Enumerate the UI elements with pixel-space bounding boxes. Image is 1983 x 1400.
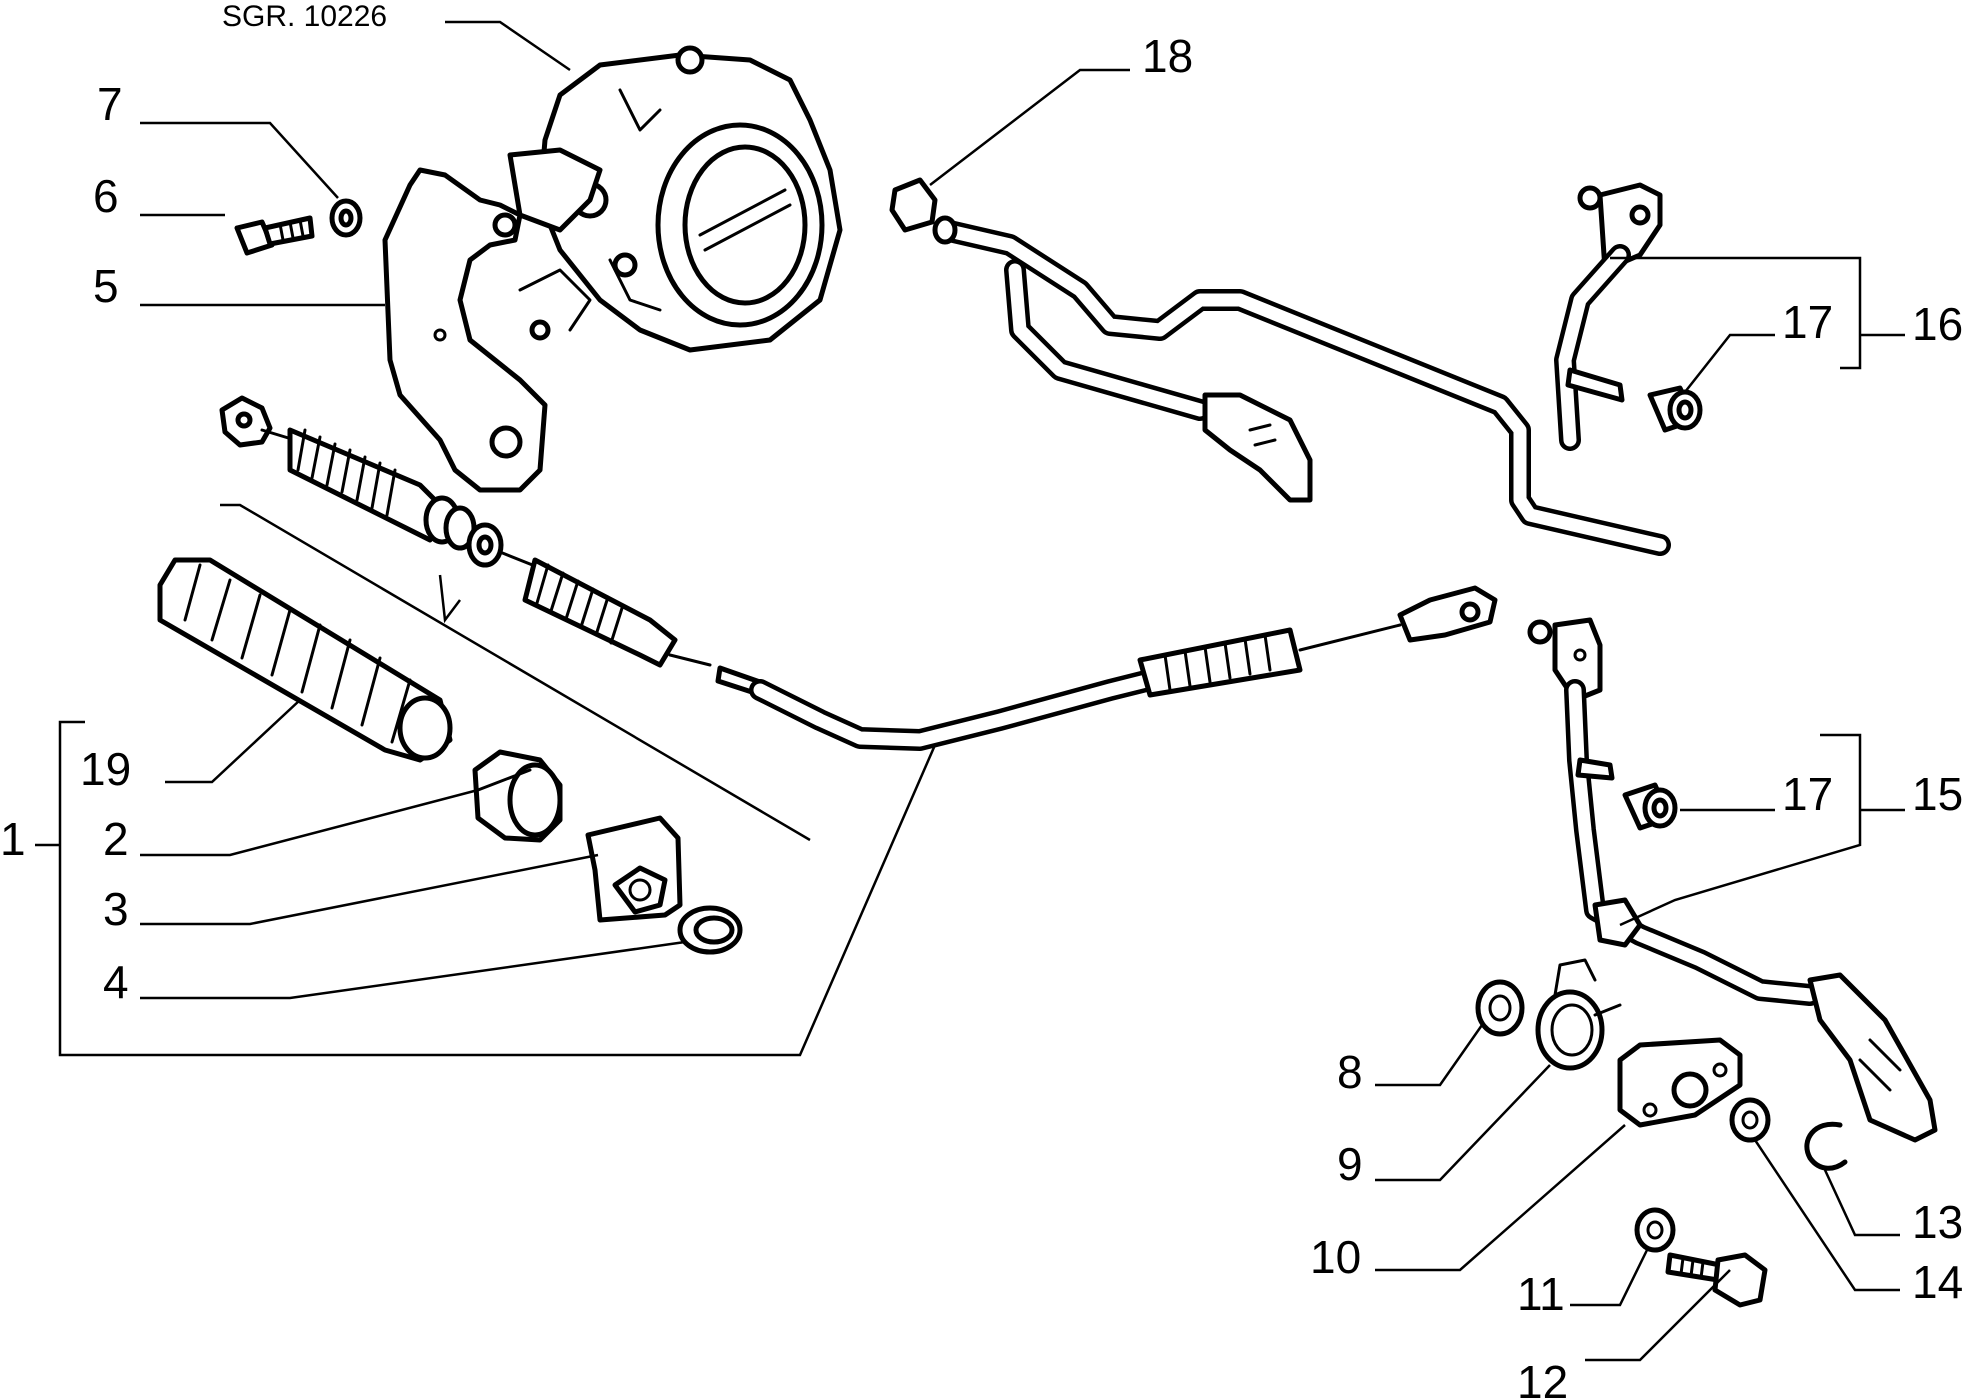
pedal-lever-15 bbox=[1527, 617, 1938, 1143]
leader-18 bbox=[929, 68, 1130, 186]
cable-sheath bbox=[715, 665, 1161, 751]
cable-upper-eye bbox=[219, 395, 297, 448]
cable-upper-washer bbox=[466, 522, 504, 568]
throttle-body bbox=[507, 45, 843, 353]
bushing-17-upper bbox=[1647, 385, 1703, 433]
cable-adjuster-spring bbox=[1137, 623, 1402, 698]
label-5: 5 bbox=[93, 260, 119, 312]
cable-middle-spring bbox=[498, 550, 712, 668]
bolt-6 bbox=[234, 215, 315, 256]
bracket-16 bbox=[1610, 256, 1862, 370]
bracket-1 bbox=[58, 720, 937, 1057]
leader-7 bbox=[140, 121, 339, 199]
leader-11 bbox=[1570, 1247, 1650, 1307]
label-16: 16 bbox=[1912, 298, 1963, 350]
label-15: 15 bbox=[1912, 768, 1963, 820]
leader-14 bbox=[1753, 1139, 1900, 1292]
label-17-upper: 17 bbox=[1782, 296, 1833, 348]
leader-2 bbox=[140, 788, 479, 857]
leader-13 bbox=[1823, 1169, 1900, 1237]
label-8: 8 bbox=[1337, 1046, 1363, 1098]
leader-lines bbox=[35, 20, 1905, 1362]
washer-7 bbox=[329, 198, 363, 238]
washer-14 bbox=[1729, 1097, 1771, 1143]
label-11: 11 bbox=[1517, 1268, 1565, 1320]
bolt-12 bbox=[1665, 1252, 1768, 1308]
label-2: 2 bbox=[103, 813, 129, 865]
pivot-plate-10 bbox=[1617, 1037, 1743, 1128]
label-14: 14 bbox=[1912, 1256, 1963, 1308]
spring-9 bbox=[1535, 958, 1622, 1071]
label-19: 19 bbox=[80, 743, 131, 795]
washer-4 bbox=[677, 905, 743, 955]
cable-end-eye bbox=[1397, 585, 1498, 643]
nut-11 bbox=[1634, 1207, 1676, 1253]
leader-17-upper bbox=[1684, 333, 1775, 393]
label-17-lower: 17 bbox=[1782, 768, 1833, 820]
leader-3 bbox=[140, 853, 599, 926]
pedal-lever-16 bbox=[1554, 182, 1663, 451]
clip-13 bbox=[1804, 1121, 1848, 1171]
leader-9 bbox=[1375, 1064, 1551, 1182]
grommet-2 bbox=[472, 749, 563, 843]
clip-3 bbox=[585, 815, 683, 923]
section-divider bbox=[220, 503, 811, 842]
label-9: 9 bbox=[1337, 1138, 1363, 1190]
label-1: 1 bbox=[0, 813, 26, 865]
label-4: 4 bbox=[103, 956, 129, 1008]
leader-8 bbox=[1375, 1024, 1484, 1087]
bushing-17-lower bbox=[1622, 782, 1678, 831]
bracket-15 bbox=[1619, 733, 1862, 927]
leader-4 bbox=[140, 940, 686, 1000]
label-3: 3 bbox=[103, 883, 129, 935]
dust-boot-19 bbox=[157, 557, 453, 763]
leader-10 bbox=[1375, 1124, 1626, 1272]
label-7: 7 bbox=[97, 78, 123, 130]
washer-8 bbox=[1475, 979, 1525, 1037]
leader-19 bbox=[165, 699, 301, 784]
label-6: 6 bbox=[93, 170, 119, 222]
pedal-rod-upper bbox=[889, 177, 1671, 556]
label-18: 18 bbox=[1142, 30, 1193, 82]
cable-bracket bbox=[382, 167, 548, 493]
leader-12 bbox=[1585, 1269, 1731, 1362]
cable-upper-spring bbox=[287, 427, 477, 551]
label-13: 13 bbox=[1912, 1196, 1963, 1248]
leader-sgr bbox=[445, 20, 571, 72]
reference-label: SGR. 10226 bbox=[222, 0, 387, 33]
label-10: 10 bbox=[1310, 1231, 1361, 1283]
label-12: 12 bbox=[1517, 1356, 1568, 1400]
